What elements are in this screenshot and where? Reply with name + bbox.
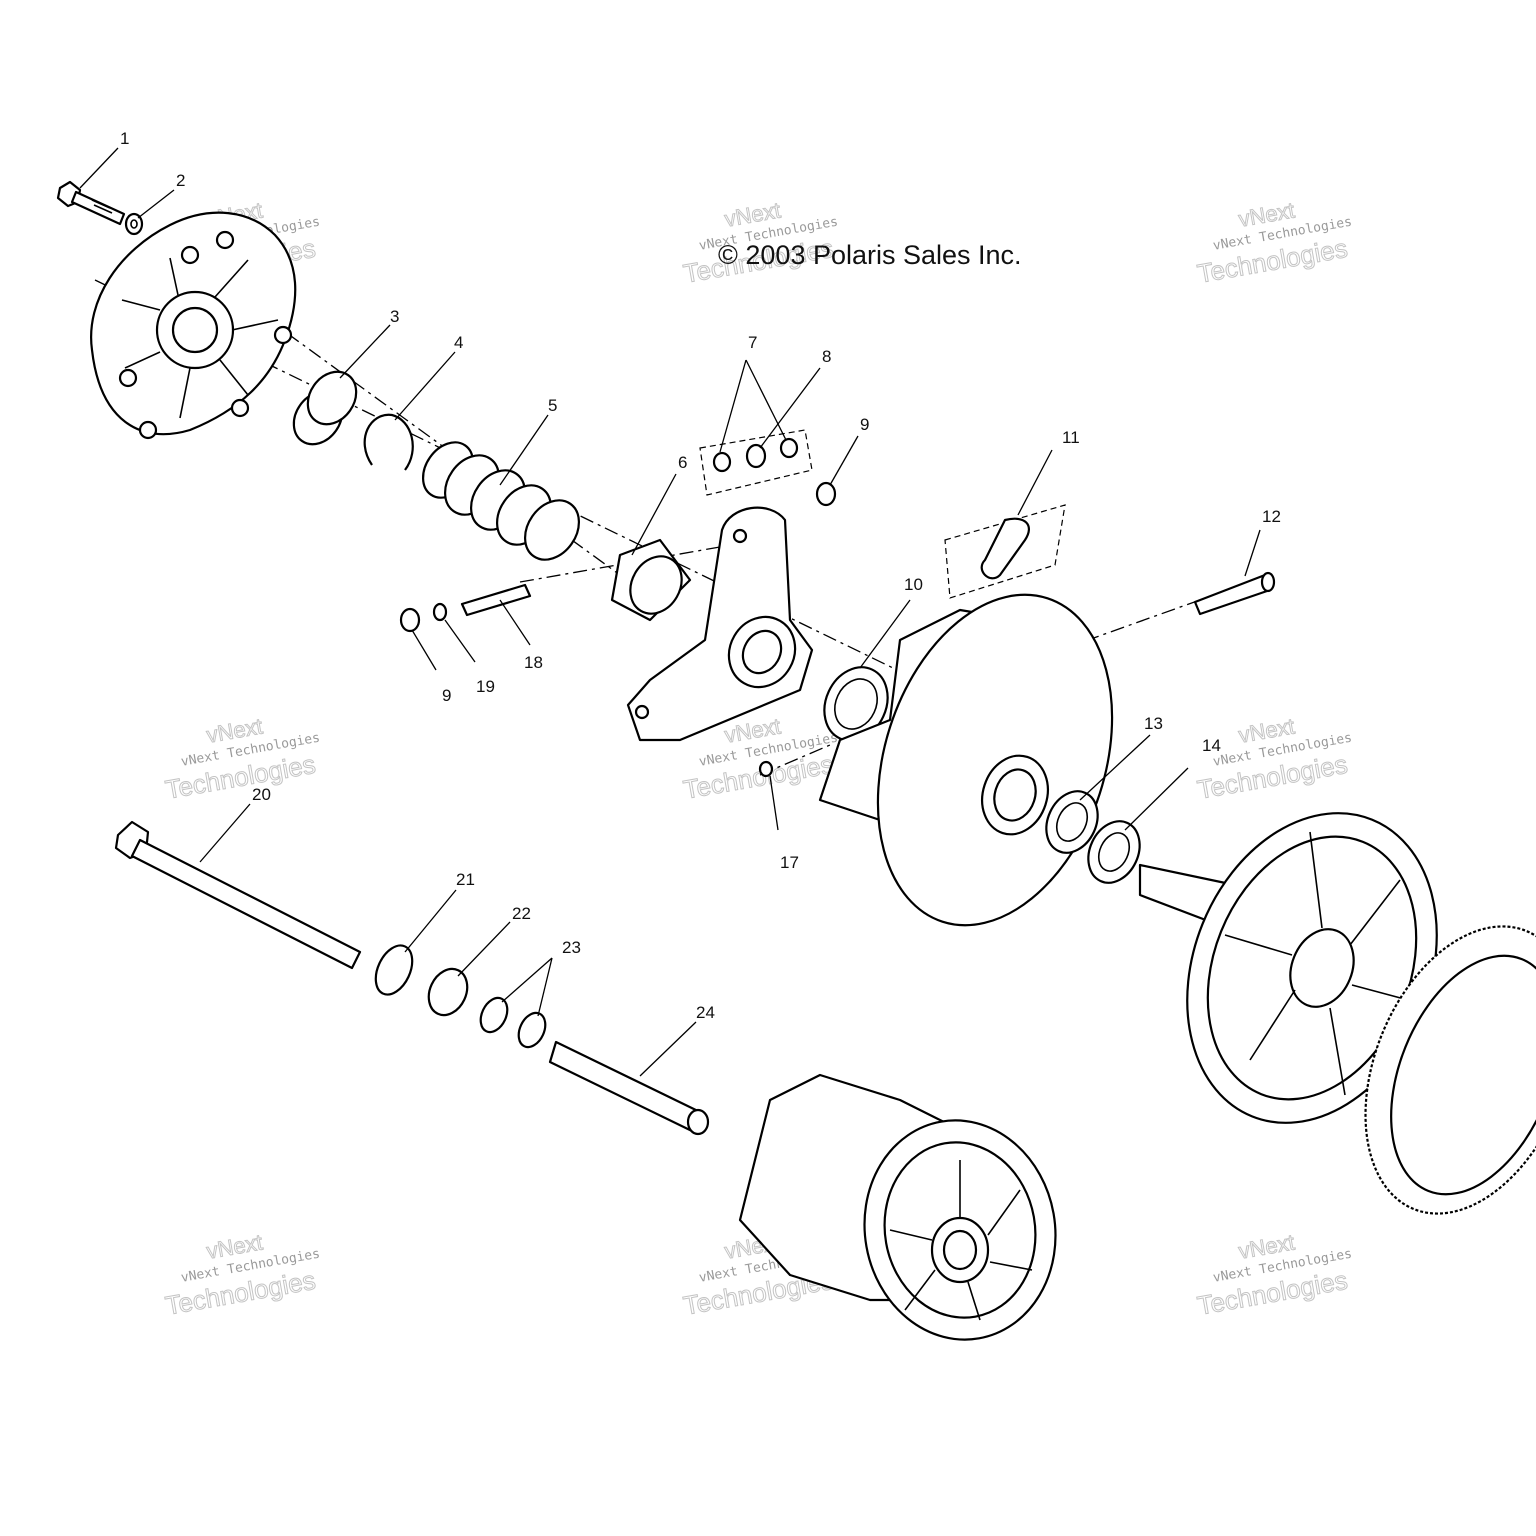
screw-part-17 [758,760,774,778]
clutch-cover-plate [90,211,297,440]
bushing-part-3 [292,370,358,446]
ring-gear [1364,925,1536,1215]
pin-part-12 [1193,571,1276,616]
label-part-2: 2 [176,171,185,190]
label-part-17: 17 [780,853,799,872]
label-part-9-top: 9 [860,415,869,434]
label-part-1: 1 [120,129,129,148]
snap-ring-part-4 [363,413,414,471]
label-part-7: 7 [748,333,757,352]
torque-arm-bracket [626,506,814,742]
label-part-19: 19 [476,677,495,696]
washer-part-2 [124,212,144,236]
label-part-18: 18 [524,653,543,672]
bolt-part-1 [56,180,126,226]
bolt-part-20 [114,820,362,970]
label-part-3: 3 [390,307,399,326]
leader-lines [79,147,1261,1077]
assembled-clutch [738,1073,1057,1341]
hardware-parts-7-8 [699,429,837,507]
label-part-23: 23 [562,938,581,957]
label-part-10: 10 [904,575,923,594]
moveable-sheave [818,593,1114,927]
label-part-4: 4 [454,333,463,352]
label-part-9-bottom: 9 [442,686,451,705]
label-part-20: 20 [252,785,271,804]
label-part-12: 12 [1262,507,1281,526]
label-part-14: 14 [1202,736,1221,755]
fixed-sheave [1138,812,1438,1124]
label-part-8: 8 [822,347,831,366]
washer-part-10 [823,666,889,742]
tube-part-24 [548,1040,710,1136]
label-part-21: 21 [456,870,475,889]
label-part-6: 6 [678,453,687,472]
label-part-22: 22 [512,904,531,923]
label-part-5: 5 [548,396,557,415]
label-part-24: 24 [696,1003,715,1022]
label-part-11: 11 [1062,428,1080,447]
label-part-13: 13 [1144,714,1163,733]
pin-group-9-19-18 [399,583,532,633]
flyweight-part-11 [944,504,1066,599]
parts-21-22-23 [374,944,547,1049]
part-number-labels: 1 2 3 4 5 6 7 8 9 9 10 11 12 13 14 17 18… [120,129,1281,1022]
roller-part-6 [610,538,692,622]
spring-part-5 [421,441,580,561]
copyright-notice: © 2003 Polaris Sales Inc. [718,240,1022,270]
